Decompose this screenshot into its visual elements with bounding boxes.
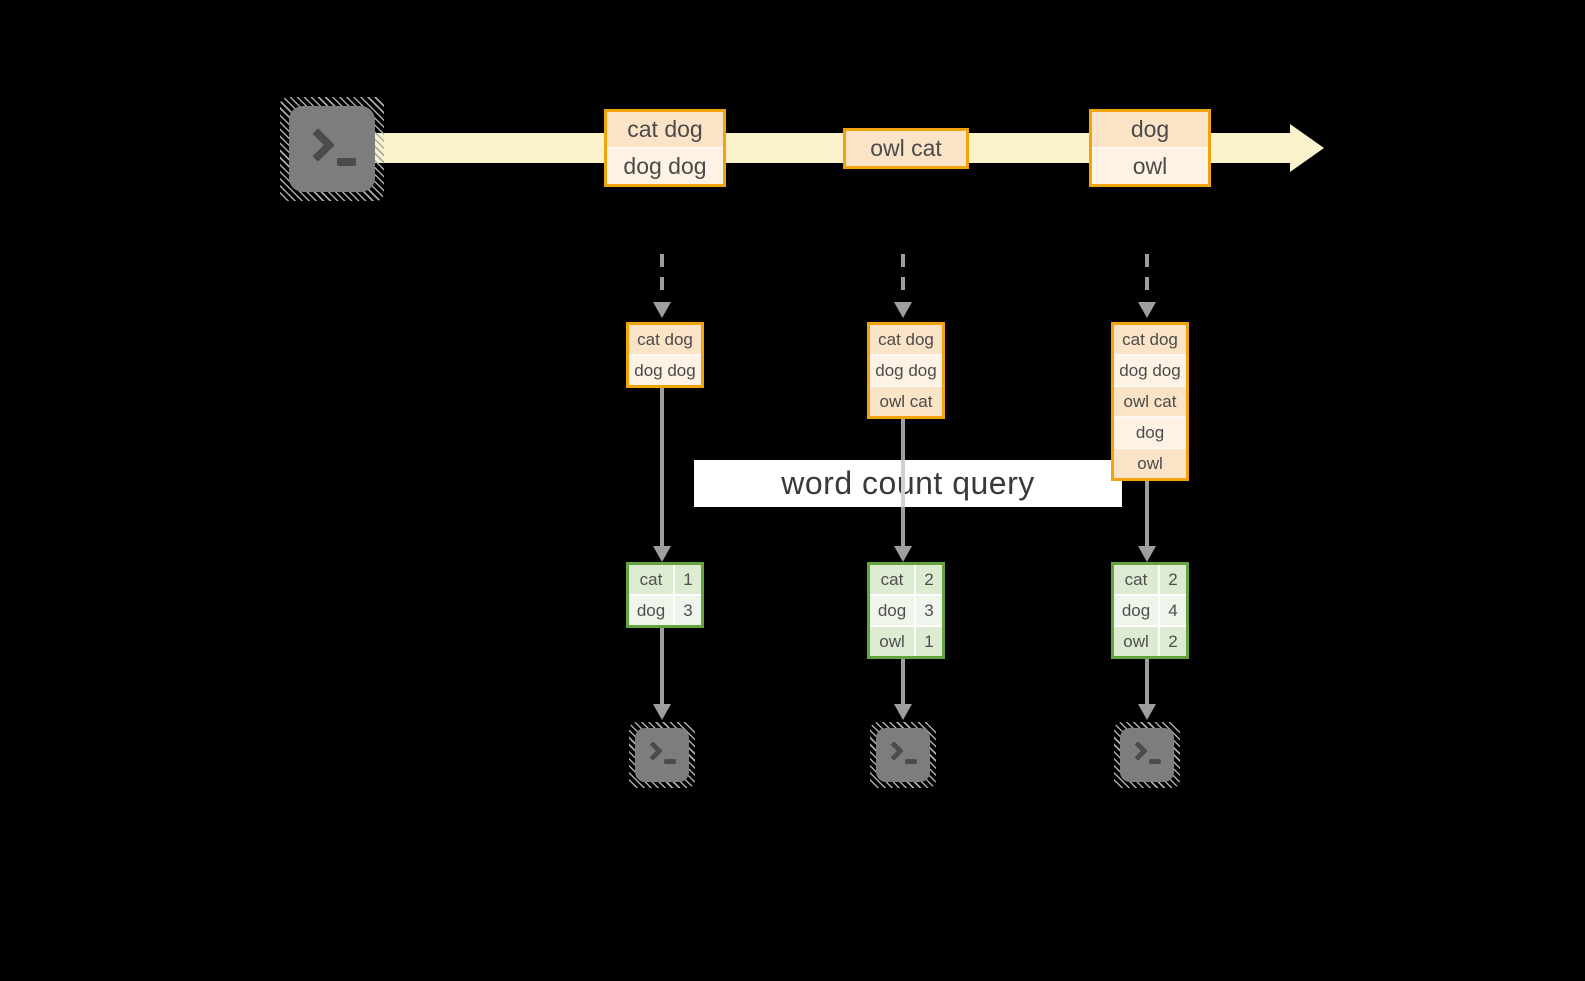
prompt-underscore-icon [905,759,917,764]
prompt-chevron-icon [884,741,904,761]
count-word: cat [870,565,914,594]
terminal-icon-body [876,728,930,782]
count-row: dog 4 [1114,596,1186,625]
batch-row: cat dog [1114,325,1186,354]
arrow-line [1145,659,1149,704]
arrow-line [1145,481,1149,546]
terminal-icon-body [635,728,689,782]
count-word: dog [629,596,673,625]
terminal-icon [870,722,936,788]
count-word: dog [870,596,914,625]
arrowhead-icon [1138,302,1156,318]
event-line: cat dog [607,112,723,147]
event-line: dog dog [607,149,723,184]
arrowhead-icon [1138,704,1156,720]
stream-event-box-3: dog owl [1089,109,1211,187]
count-value: 1 [916,627,942,656]
arrowhead-icon [653,546,671,562]
count-value: 3 [916,596,942,625]
count-word: owl [1114,627,1158,656]
stream-event-box-2: owl cat [843,128,969,169]
terminal-icon [629,722,695,788]
count-row: owl 1 [870,627,942,656]
arrow-line-over-band [901,460,905,507]
count-word: cat [1114,565,1158,594]
batch-row: cat dog [629,325,701,354]
arrowhead-icon [1138,546,1156,562]
event-line: owl cat [846,131,966,166]
arrowhead-icon [894,302,912,318]
prompt-underscore-icon [664,759,676,764]
query-label: word count query [781,465,1035,501]
batch-box-3: cat dog dog dog owl cat dog owl [1111,322,1189,481]
prompt-underscore-icon [1149,759,1161,764]
count-row: owl 2 [1114,627,1186,656]
dashed-arrow-line [660,254,664,300]
arrow-line [901,659,905,704]
batch-row: cat dog [870,325,942,354]
arrowhead-icon [653,704,671,720]
stream-arrowhead-icon [1290,124,1324,172]
prompt-underscore-icon [337,158,356,166]
batch-box-2: cat dog dog dog owl cat [867,322,945,419]
count-value: 4 [1160,596,1186,625]
arrow-line [660,388,664,546]
count-table-2: cat 2 dog 3 owl 1 [867,562,945,659]
terminal-icon-body [289,106,375,192]
terminal-icon [1114,722,1180,788]
count-row: dog 3 [870,596,942,625]
batch-row: dog dog [629,356,701,385]
count-row: dog 3 [629,596,701,625]
batch-row: dog [1114,418,1186,447]
count-word: dog [1114,596,1158,625]
count-word: owl [870,627,914,656]
batch-box-1: cat dog dog dog [626,322,704,388]
arrowhead-icon [894,704,912,720]
count-row: cat 2 [1114,565,1186,594]
query-label-band: word count query [694,460,1122,507]
terminal-icon [280,97,384,201]
prompt-chevron-icon [301,128,335,162]
stream-event-box-1: cat dog dog dog [604,109,726,187]
dashed-arrow-line [901,254,905,300]
event-line: owl [1092,149,1208,184]
count-value: 2 [916,565,942,594]
count-table-1: cat 1 dog 3 [626,562,704,628]
batch-row: owl cat [870,387,942,416]
count-row: cat 2 [870,565,942,594]
count-value: 1 [675,565,701,594]
count-value: 3 [675,596,701,625]
batch-row: dog dog [1114,356,1186,385]
event-line: dog [1092,112,1208,147]
arrow-line [660,628,664,704]
prompt-chevron-icon [643,741,663,761]
batch-row: owl [1114,449,1186,478]
arrowhead-icon [894,546,912,562]
prompt-chevron-icon [1128,741,1148,761]
count-word: cat [629,565,673,594]
dashed-arrow-line [1145,254,1149,300]
count-row: cat 1 [629,565,701,594]
count-value: 2 [1160,565,1186,594]
batch-row: dog dog [870,356,942,385]
arrowhead-icon [653,302,671,318]
count-value: 2 [1160,627,1186,656]
terminal-icon-body [1120,728,1174,782]
batch-row: owl cat [1114,387,1186,416]
count-table-3: cat 2 dog 4 owl 2 [1111,562,1189,659]
